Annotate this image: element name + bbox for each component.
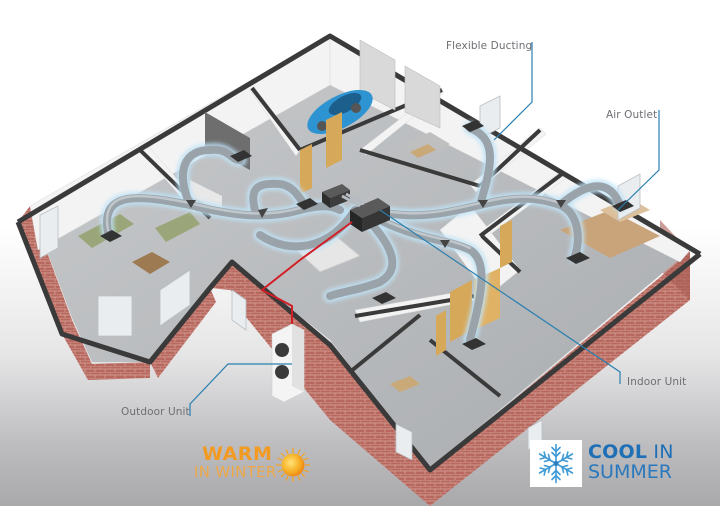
warm-text: WARM [202, 443, 273, 465]
refrigerant-pipe [260, 221, 353, 346]
cool-word: COOL [588, 441, 648, 463]
callout-air-outlet: Air Outlet [606, 109, 658, 121]
callout-indoor-unit: Indoor Unit [627, 376, 687, 388]
callout-outdoor-unit: Outdoor Unit [121, 406, 190, 418]
in-word: IN [647, 441, 674, 463]
outdoor-unit [271, 323, 305, 403]
sun-icon [276, 448, 310, 482]
cool-in-summer-badge: COOL IN SUMMER [530, 440, 710, 496]
air-outlets [100, 120, 634, 350]
snowflake-icon [536, 443, 576, 484]
cool-in-text: COOL IN [588, 442, 674, 463]
callout-flexible-ducting: Flexible Ducting [446, 40, 533, 52]
car [307, 89, 373, 135]
in-winter-text: IN WINTER [194, 463, 277, 481]
snowflake-tile [530, 440, 582, 487]
wall-caps [15, 33, 702, 473]
callout-lines [189, 42, 660, 416]
warm-in-winter-badge: WARM IN WINTER [194, 443, 316, 488]
summer-text: SUMMER [588, 461, 672, 483]
duct-junctions [186, 200, 566, 248]
